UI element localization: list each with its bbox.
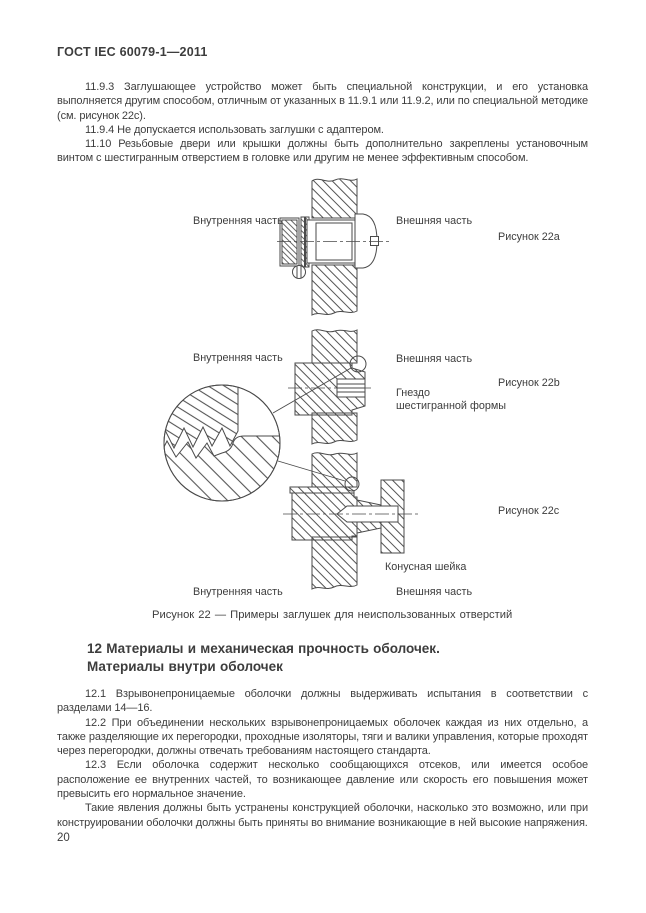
fig22a-caption: Рисунок 22a bbox=[498, 231, 560, 243]
figure22-caption: Рисунок 22 — Примеры заглушек для неиспо… bbox=[152, 609, 513, 621]
paragraph-12-3-note: Такие явления должны быть устранены конс… bbox=[57, 802, 588, 829]
paragraph-11-9-4: 11.9.4 Не допускается использовать заглу… bbox=[85, 123, 384, 136]
section-12-paragraphs: 12.1 Взрывонепроницаемые оболочки должны… bbox=[57, 687, 588, 830]
fig22b-caption: Рисунок 22b bbox=[498, 377, 560, 389]
section-12-heading-line2: Материалы внутри оболочек bbox=[87, 659, 283, 674]
fig22a-outer-label: Внешняя часть bbox=[396, 215, 473, 227]
paragraph-12-3: 12.3 Если оболочка содержит несколько со… bbox=[57, 759, 588, 801]
section-12-heading-line1: 12 Материалы и механическая прочность об… bbox=[87, 641, 440, 656]
fig22c-neck-label: Конусная шейка bbox=[385, 561, 467, 573]
intro-paragraphs: 11.9.3 Заглушающее устройство может быть… bbox=[57, 80, 588, 166]
fig22a-inner-label: Внутренняя часть bbox=[193, 215, 283, 227]
fig22c-caption: Рисунок 22c bbox=[498, 505, 560, 517]
page-header: ГОСТ IEC 60079-1—2011 bbox=[57, 45, 208, 59]
fig22c-outer-label: Внешняя часть bbox=[396, 586, 473, 598]
fig22b-outer-label: Внешняя часть bbox=[396, 353, 473, 365]
paragraph-12-2: 12.2 При объединении нескольких взрывоне… bbox=[57, 716, 588, 758]
figure-22a-drawing bbox=[277, 178, 390, 316]
thread-detail-circle bbox=[163, 367, 352, 502]
paragraph-11-10: 11.10 Резьбовые двери или крышки должны … bbox=[57, 138, 588, 165]
paragraph-11-9-3: 11.9.3 Заглушающее устройство может быть… bbox=[57, 81, 588, 122]
paragraph-12-1: 12.1 Взрывонепроницаемые оболочки должны… bbox=[57, 688, 588, 715]
figure-22b-drawing bbox=[288, 329, 374, 445]
fig22b-socket-label: Гнездо шестигранной формы bbox=[396, 387, 507, 412]
page-number: 20 bbox=[57, 832, 70, 844]
fig22c-inner-label: Внутренняя часть bbox=[193, 586, 283, 598]
fig22b-inner-label: Внутренняя часть bbox=[193, 352, 283, 364]
figure-22c-drawing bbox=[283, 452, 420, 590]
